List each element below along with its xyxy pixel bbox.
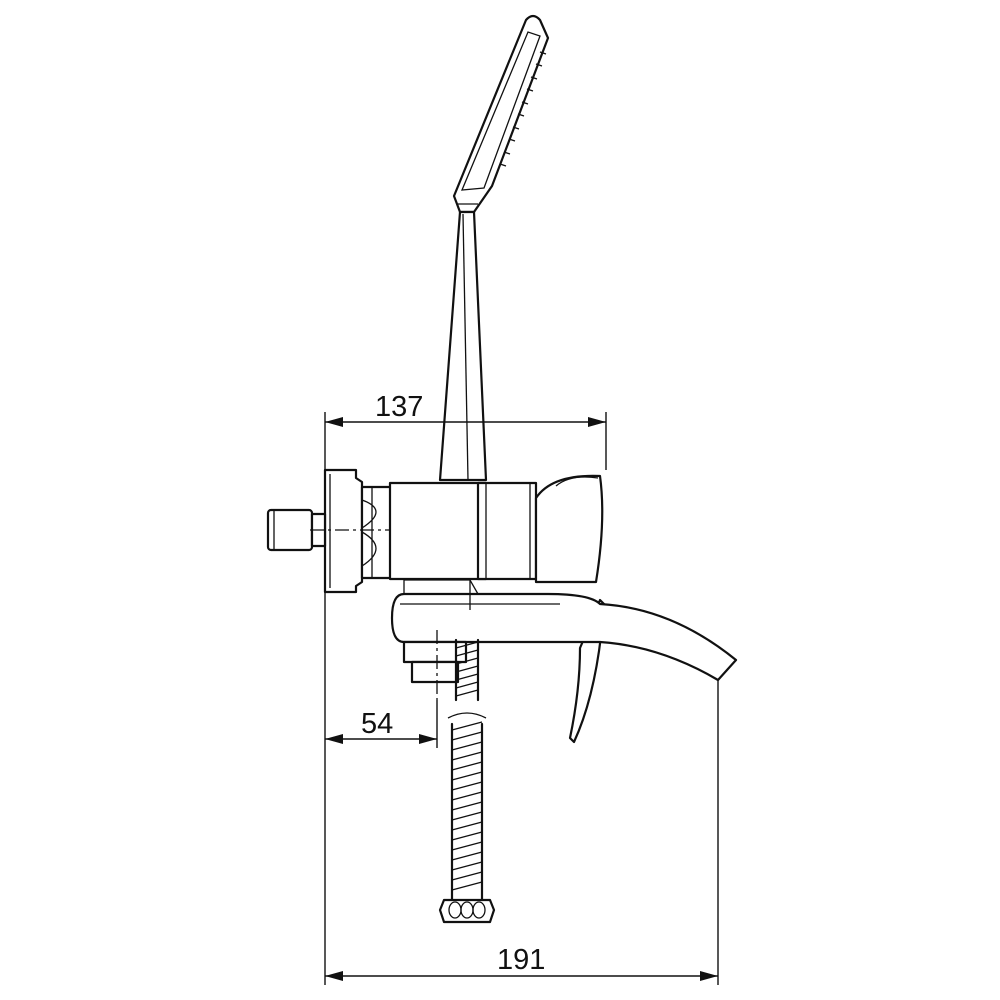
flexible-hose-upper (454, 638, 480, 702)
hose-end-nut (438, 898, 496, 924)
dimension-137-label: 137 (375, 391, 423, 423)
flexible-hose-lower (447, 712, 487, 902)
hex-nut (360, 485, 394, 580)
shower-nozzles (499, 51, 547, 167)
shower-handle (438, 210, 488, 482)
wall-flange (323, 468, 364, 594)
dimension-191: 191 (325, 944, 718, 981)
dimension-54: 54 (325, 708, 437, 744)
dimension-137: 137 (325, 391, 606, 427)
bath-spout (390, 579, 738, 682)
dimension-54-label: 54 (361, 708, 393, 740)
valve-body (388, 481, 538, 581)
dimension-191-label: 191 (497, 944, 545, 976)
hose-outlet (402, 630, 468, 700)
hand-shower-head (452, 14, 550, 214)
